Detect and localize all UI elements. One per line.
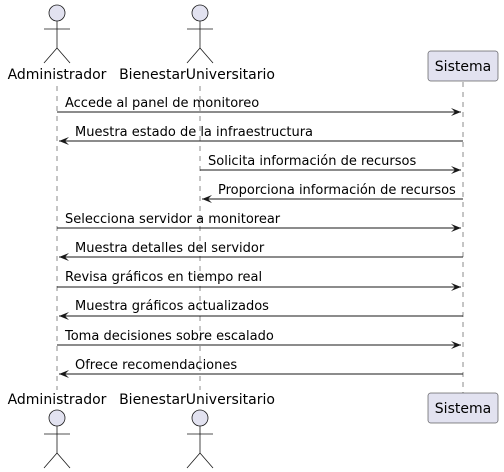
message-6: Muestra detalles del servidor <box>59 241 463 261</box>
message-8: Muestra gráficos actualizados <box>59 299 463 320</box>
arrowhead-icon <box>59 370 69 378</box>
actor-icon <box>186 4 214 64</box>
actor-icon <box>43 409 71 469</box>
actor-bienestar-bottom: BienestarUniversitario <box>119 392 275 469</box>
arrowhead-icon <box>202 195 212 203</box>
message-label: Toma decisiones sobre escalado <box>64 329 274 344</box>
message-label: Muestra estado de la infraestructura <box>75 125 313 140</box>
arrowhead-icon <box>59 312 69 320</box>
arrowhead-icon <box>451 108 461 116</box>
arrowhead-icon <box>451 224 461 232</box>
actor-icon <box>186 409 214 469</box>
message-label: Ofrece recomendaciones <box>75 358 237 373</box>
message-1: Accede al panel de monitoreo <box>57 96 461 116</box>
message-2: Muestra estado de la infraestructura <box>59 125 463 145</box>
arrowhead-icon <box>451 166 461 174</box>
participant-label: Administrador <box>8 67 107 83</box>
participant-label: Administrador <box>8 392 107 408</box>
actor-icon <box>43 4 71 64</box>
arrowhead-icon <box>451 283 461 291</box>
arrowhead-icon <box>59 253 69 261</box>
participant-label: BienestarUniversitario <box>119 67 275 83</box>
participant-box <box>427 50 499 82</box>
message-9: Toma decisiones sobre escalado <box>57 329 461 349</box>
message-label: Solicita información de recursos <box>208 154 416 169</box>
message-label: Selecciona servidor a monitorear <box>65 212 281 227</box>
message-7: Revisa gráficos en tiempo real <box>57 270 461 291</box>
actor-bienestar-top: BienestarUniversitario <box>119 4 275 83</box>
participant-box <box>427 392 499 424</box>
message-label: Muestra gráficos actualizados <box>75 299 269 314</box>
message-3: Solicita información de recursos <box>200 154 461 174</box>
participant-label: BienestarUniversitario <box>119 392 275 408</box>
participant-sistema-bottom: Sistema <box>427 392 499 424</box>
participant-label: Sistema <box>435 401 491 417</box>
actor-admin-bottom: Administrador <box>8 392 107 469</box>
participant-sistema-top: Sistema <box>427 50 499 82</box>
message-label: Accede al panel de monitoreo <box>65 96 259 111</box>
message-label: Proporciona información de recursos <box>218 183 456 198</box>
arrowhead-icon <box>451 341 461 349</box>
actor-admin-top: Administrador <box>8 4 107 83</box>
message-label: Revisa gráficos en tiempo real <box>65 270 262 285</box>
message-label: Muestra detalles del servidor <box>75 241 265 256</box>
participant-label: Sistema <box>435 59 491 75</box>
message-4: Proporciona información de recursos <box>202 183 463 203</box>
message-5: Selecciona servidor a monitorear <box>57 212 461 232</box>
message-10: Ofrece recomendaciones <box>59 358 463 378</box>
arrowhead-icon <box>59 137 69 145</box>
